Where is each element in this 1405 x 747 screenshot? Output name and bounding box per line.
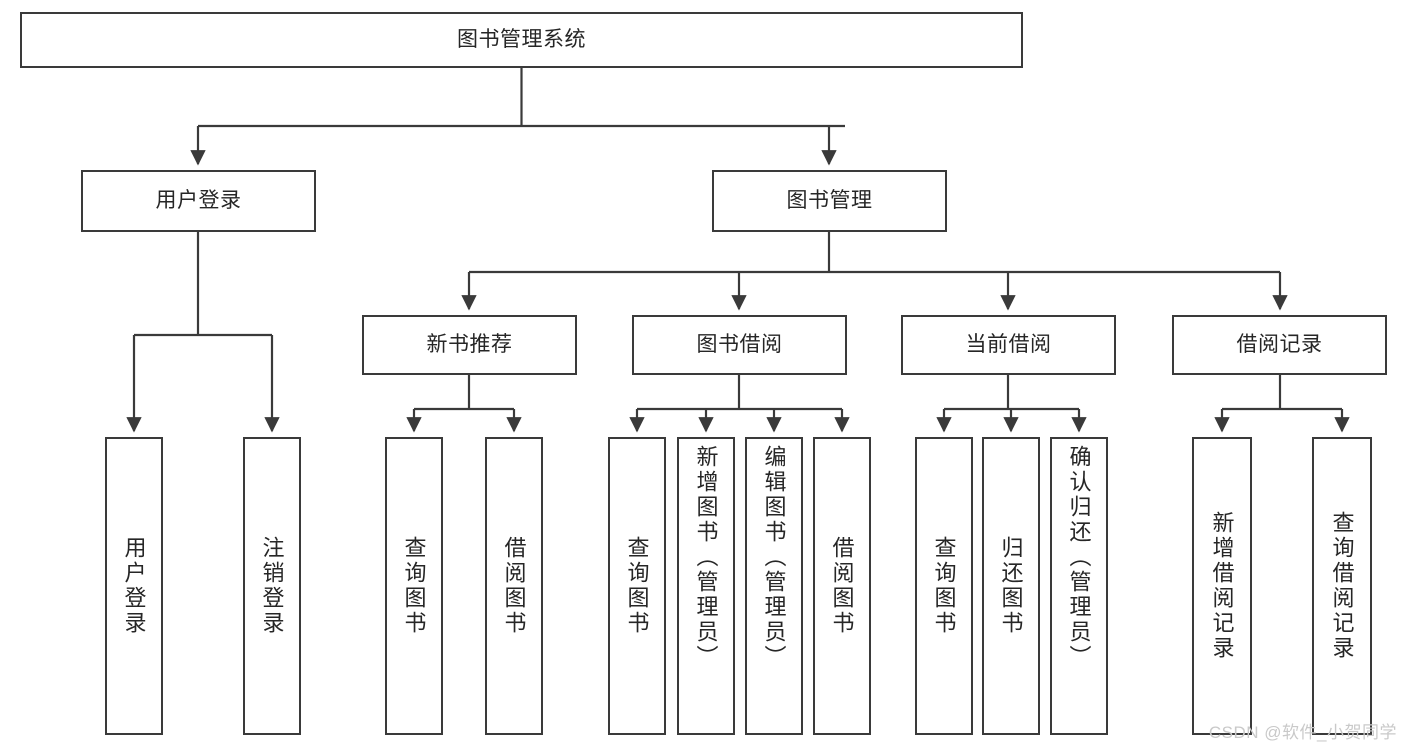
node-leaf-label: 注销登录 [259,536,285,636]
node-leaf[interactable]: 借阅图书 [485,437,543,735]
node-book-borrowing[interactable]: 图书借阅 [632,315,847,375]
node-leaf-label: 新增图书（管理员） [693,445,719,670]
node-leaf-label: 查询图书 [401,536,427,636]
node-leaf[interactable]: 新增图书（管理员） [677,437,735,735]
node-leaf[interactable]: 编辑图书（管理员） [745,437,803,735]
node-borrowing-records[interactable]: 借阅记录 [1172,315,1387,375]
node-leaf[interactable]: 查询图书 [608,437,666,735]
node-book-management[interactable]: 图书管理 [712,170,947,232]
csdn-watermark: CSDN @软件_小贺同学 [1208,723,1397,742]
node-leaf-label: 查询借阅记录 [1329,511,1355,661]
node-leaf-label: 新增借阅记录 [1209,511,1235,661]
node-user-login[interactable]: 用户登录 [81,170,316,232]
node-current-borrowing-label: 当前借阅 [965,332,1052,356]
node-root-label: 图书管理系统 [457,27,586,51]
node-leaf[interactable]: 新增借阅记录 [1192,437,1252,735]
node-leaf[interactable]: 归还图书 [982,437,1040,735]
node-leaf-label: 查询图书 [931,536,957,636]
node-leaf-label: 查询图书 [624,536,650,636]
node-leaf[interactable]: 查询图书 [385,437,443,735]
node-leaf[interactable]: 注销登录 [243,437,301,735]
node-current-borrowing[interactable]: 当前借阅 [901,315,1116,375]
node-book-management-label: 图书管理 [786,188,873,212]
node-leaf-label: 借阅图书 [829,536,855,636]
node-leaf-label: 借阅图书 [501,536,527,636]
node-new-book-recommendation-label: 新书推荐 [426,332,513,356]
node-root[interactable]: 图书管理系统 [20,12,1023,68]
node-new-book-recommendation[interactable]: 新书推荐 [362,315,577,375]
node-leaf[interactable]: 用户登录 [105,437,163,735]
node-leaf-label: 确认归还（管理员） [1066,445,1092,670]
node-leaf[interactable]: 查询图书 [915,437,973,735]
node-borrowing-records-label: 借阅记录 [1236,332,1323,356]
node-leaf[interactable]: 借阅图书 [813,437,871,735]
node-leaf-label: 用户登录 [121,536,147,636]
node-leaf[interactable]: 查询借阅记录 [1312,437,1372,735]
node-book-borrowing-label: 图书借阅 [696,332,783,356]
node-user-login-label: 用户登录 [155,188,242,212]
node-leaf-label: 归还图书 [998,536,1024,636]
node-leaf[interactable]: 确认归还（管理员） [1050,437,1108,735]
node-leaf-label: 编辑图书（管理员） [761,445,787,670]
